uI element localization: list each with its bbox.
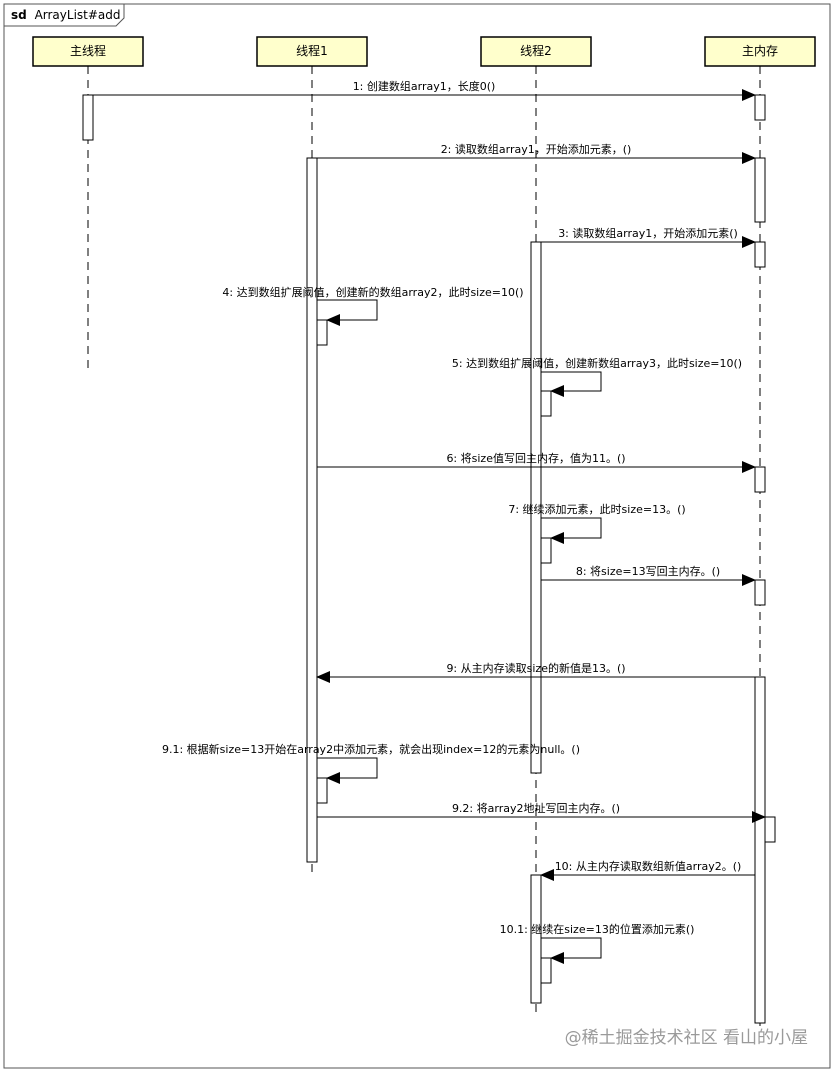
self-message-arrow	[317, 757, 378, 784]
message-label: 4: 达到数组扩展阈值，创建新的数组array2，此时size=10()	[222, 285, 523, 299]
message-label: 2: 读取数组array1，开始添加元素，()	[441, 142, 632, 156]
activation-t2-self	[540, 957, 552, 984]
participant-box	[32, 36, 144, 67]
participant-box	[704, 36, 816, 67]
messages	[93, 89, 766, 964]
message-label: 10: 从主内存读取数组新值array2。()	[555, 859, 742, 873]
message-label: 6: 将size值写回主内存，值为11。()	[446, 451, 625, 465]
participant-main: 主线程	[32, 36, 144, 67]
activation-mem	[754, 466, 766, 493]
participant-label: 线程1	[296, 43, 328, 58]
activation-main	[82, 94, 94, 141]
activation-t2	[530, 874, 542, 1004]
watermark: @稀土掘金技术社区 看山的小屋	[565, 1028, 808, 1048]
activation-t1-self	[316, 777, 328, 804]
participants: 主线程 线程1 线程2 主内存	[32, 36, 816, 67]
participant-t1: 线程1	[256, 36, 368, 67]
frame-name: ArrayList#add	[35, 8, 121, 22]
activation-mem	[754, 157, 766, 223]
participant-label: 主线程	[70, 43, 106, 58]
self-message-arrow	[541, 517, 602, 544]
message-label: 5: 达到数组扩展阈值，创建新数组array3，此时size=10()	[452, 356, 742, 370]
activation-mem	[754, 241, 766, 268]
self-message-arrow	[317, 299, 378, 326]
message-label: 8: 将size=13写回主内存。()	[576, 564, 720, 578]
frame-title: sd ArrayList#add	[11, 8, 121, 22]
message-label: 3: 读取数组array1，开始添加元素()	[558, 226, 738, 240]
message-label: 9: 从主内存读取size的新值是13。()	[446, 661, 625, 675]
activation-t1	[306, 157, 318, 863]
frame-keyword: sd	[11, 8, 27, 22]
participant-mem: 主内存	[704, 36, 816, 67]
frame-title-tab	[4, 4, 125, 27]
activation-mem	[754, 579, 766, 606]
message-label: 9.2: 将array2地址写回主内存。()	[452, 801, 620, 815]
message-label: 7: 继续添加元素，此时size=13。()	[508, 502, 685, 516]
activation-t2	[530, 241, 542, 774]
participant-t2: 线程2	[480, 36, 592, 67]
activation-mem-nested	[764, 816, 776, 843]
self-message-arrow	[541, 937, 602, 964]
participant-label: 主内存	[742, 44, 778, 58]
message-label: 9.1: 根据新size=13开始在array2中添加元素，就会出现index=…	[162, 742, 580, 756]
activations	[82, 94, 776, 1024]
message-label: 1: 创建数组array1，长度0()	[353, 79, 496, 93]
activation-mem	[754, 94, 766, 121]
activation-t2-self	[540, 390, 552, 417]
activation-mem	[754, 676, 766, 1024]
message-labels: 1: 创建数组array1，长度0() 2: 读取数组array1，开始添加元素…	[162, 79, 742, 936]
participant-label: 线程2	[520, 43, 552, 58]
participant-box	[256, 36, 368, 67]
activation-t2-self	[540, 537, 552, 564]
self-message-arrow	[541, 371, 602, 397]
diagram-frame	[3, 3, 831, 1069]
participant-box	[480, 36, 592, 67]
activation-t1-self	[316, 319, 328, 346]
message-label: 10.1: 继续在size=13的位置添加元素()	[500, 922, 695, 936]
